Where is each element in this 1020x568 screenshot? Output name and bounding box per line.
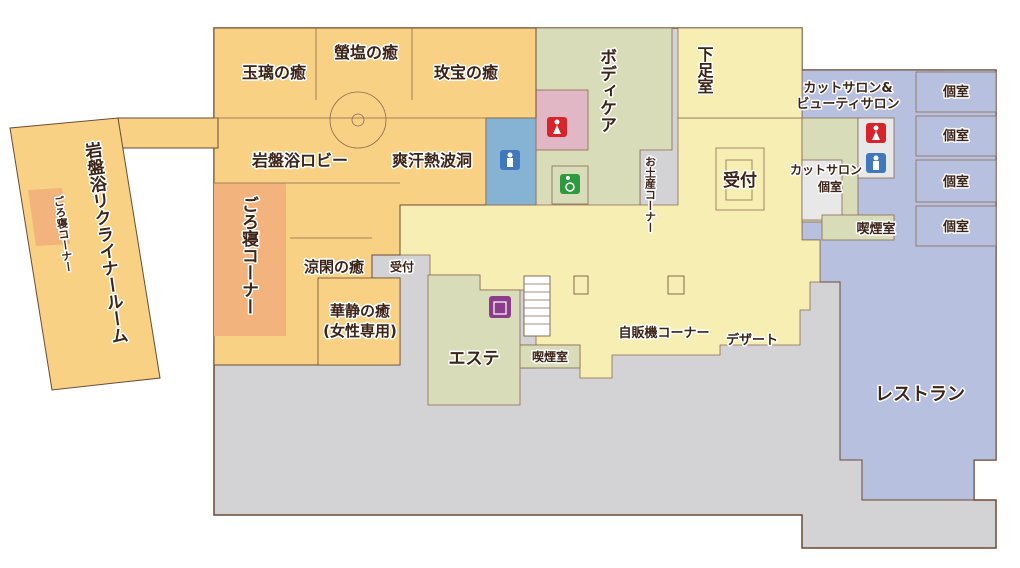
- vending-label: 自販機コーナー: [618, 325, 709, 341]
- pillar: [573, 275, 589, 295]
- koshitsu-1: [915, 71, 997, 113]
- ryokan-label: 涼閑の癒: [304, 258, 365, 276]
- reception-counter: [715, 147, 765, 211]
- cut-salon-booth-line2: 個室: [817, 179, 842, 194]
- esthe-label: エステ: [449, 349, 500, 369]
- gyokuri-label: 玉璃の癒: [242, 63, 306, 82]
- body-care-label: ボディケア: [596, 48, 617, 133]
- koshitsu-3: [915, 159, 997, 203]
- female-restroom-icon: [866, 123, 886, 143]
- koshitsu-2-label: 個室: [942, 128, 969, 144]
- central-circle: [329, 91, 387, 149]
- accessible-restroom-icon: [560, 174, 580, 194]
- cut-salon-booth: [801, 159, 843, 221]
- dessert-label: デザート: [726, 332, 778, 348]
- koshitsu-4: [915, 205, 997, 247]
- koshitsu-2: [915, 115, 997, 157]
- kasei-label-line1: 華静の癒: [330, 302, 391, 320]
- sokan-label: 爽汗熱波洞: [392, 151, 472, 170]
- elevator-icon: [489, 296, 511, 318]
- koshitsu-3-label: 個室: [942, 174, 969, 190]
- small-reception-label: 受付: [390, 259, 414, 274]
- right-smoking-label: 喫煙室: [856, 221, 895, 237]
- gorone-small-area: [28, 188, 70, 246]
- kasei-room: [317, 277, 401, 366]
- male-restroom-icon: [866, 153, 886, 173]
- koshitsu-1-label: 個室: [942, 84, 969, 100]
- female-restroom-icon: [547, 117, 567, 137]
- lobby-label: 岩盤浴ロビー: [251, 151, 348, 170]
- keien-label: 螢塩の癒: [334, 43, 398, 62]
- meihou-label: 玫宝の癒: [434, 63, 498, 82]
- entrance-area: [672, 27, 803, 119]
- right-smoking-room: [821, 214, 895, 241]
- reception-label: 受付: [723, 170, 757, 191]
- central-pillar: [351, 113, 365, 127]
- recliner-room: [9, 117, 161, 391]
- gorone-corner-area: [214, 183, 286, 336]
- koshitsu-4-label: 個室: [942, 219, 969, 235]
- pillar: [667, 275, 685, 295]
- kasei-label-line2: (女性専用): [323, 322, 397, 340]
- cut-salon-label-line2: ビューティサロン: [796, 96, 899, 112]
- restaurant-label: レストラン: [875, 384, 965, 405]
- corridor: [117, 117, 219, 149]
- male-restroom-icon: [500, 150, 520, 170]
- center-smoking-room: [519, 344, 581, 369]
- cut-salon-label-line1: カットサロン&: [803, 81, 892, 96]
- center-smoking-label: 喫煙室: [532, 349, 568, 364]
- geshoku-label: 下足室: [695, 46, 714, 94]
- esthe-area: [427, 274, 537, 406]
- omiyage-label: お土産コーナー: [644, 156, 657, 233]
- stairs: [523, 275, 551, 337]
- cut-salon-booth-line1: カットサロン: [790, 163, 862, 177]
- gorone-label: ごろ寝コーナー: [238, 195, 259, 315]
